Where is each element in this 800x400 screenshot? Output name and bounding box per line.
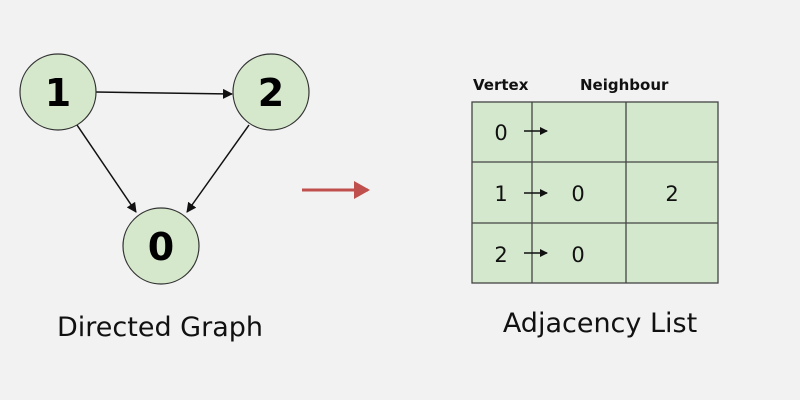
neighbour-cell: 2 — [665, 182, 678, 206]
edge-1-to-0 — [76, 124, 137, 213]
vertex-cell: 1 — [494, 182, 507, 206]
node-label: 0 — [148, 225, 174, 269]
vertex-cell: 2 — [494, 243, 507, 267]
graph-node-0: 0 — [122, 207, 200, 285]
vertex-header: Vertex — [473, 76, 529, 94]
node-label: 2 — [258, 71, 284, 115]
adjacency-table — [471, 101, 719, 284]
adjacency-caption: Adjacency List — [502, 308, 698, 339]
graph-node-1: 1 — [19, 53, 97, 131]
neighbour-cell: 0 — [571, 243, 584, 267]
edge-1-to-2 — [95, 88, 233, 99]
neighbour-cell: 0 — [571, 182, 584, 206]
vertex-cell: 0 — [494, 121, 507, 145]
edge-2-to-0 — [186, 124, 250, 213]
graph-caption: Directed Graph — [57, 312, 263, 343]
node-label: 1 — [45, 71, 71, 115]
graph-node-2: 2 — [232, 53, 310, 131]
neighbour-header: Neighbour — [580, 76, 669, 94]
